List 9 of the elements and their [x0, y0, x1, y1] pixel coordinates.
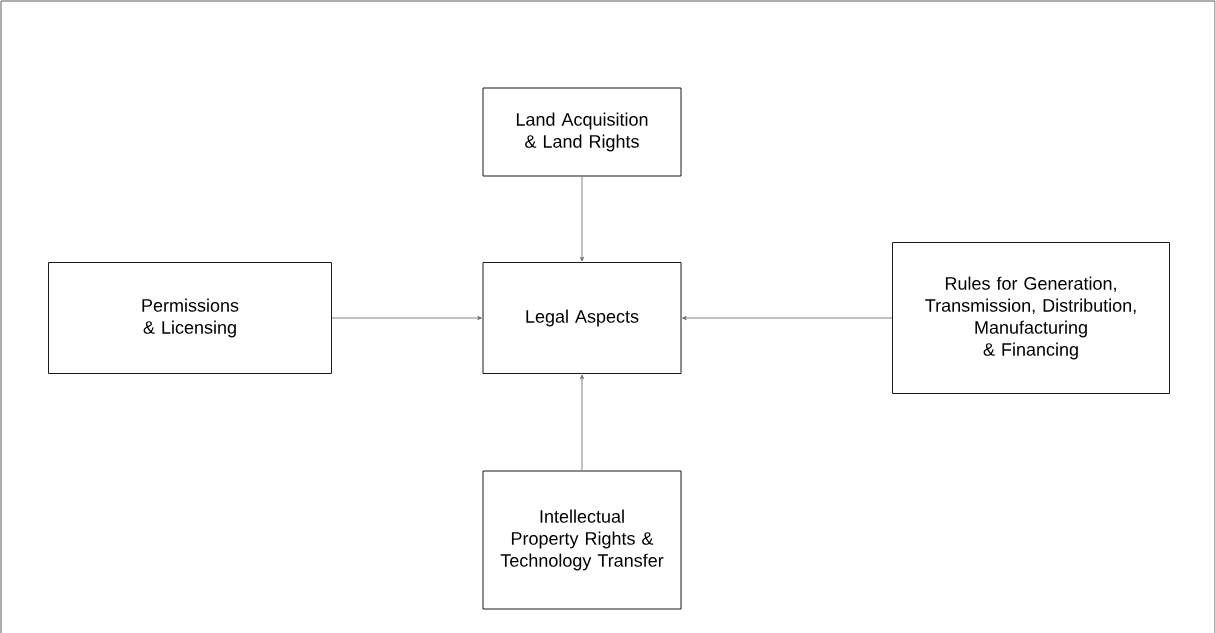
- arrow: [580, 176, 584, 262]
- arrow: [331, 316, 482, 320]
- process-box: Permissions & Licensing: [48, 262, 332, 374]
- arrow: [682, 316, 893, 320]
- arrow: [580, 374, 584, 471]
- process-box: Legal Aspects: [482, 262, 682, 374]
- process-box: Rules for Generation, Transmission, Distribution, Manufacturing & Financing: [892, 242, 1170, 394]
- process-box: Land Acquisition & Land Rights: [482, 87, 682, 177]
- process-box: Intellectual Property Rights & Technology Transfer: [482, 470, 682, 610]
